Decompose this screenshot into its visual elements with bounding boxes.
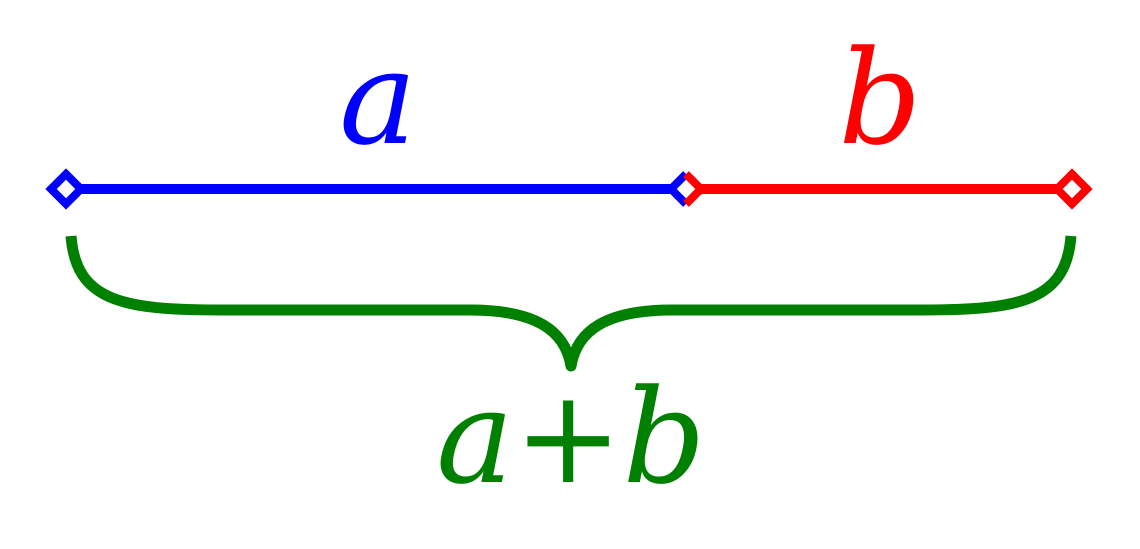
left-endpoint-marker	[45, 168, 87, 210]
sum-label: a+b	[436, 361, 706, 513]
sum-brace	[65, 235, 1077, 372]
middle-endpoint-marker	[665, 171, 707, 207]
right-endpoint-marker	[1051, 168, 1093, 210]
segment-b-label: b	[838, 22, 921, 174]
segment-a-label: a	[339, 22, 417, 174]
